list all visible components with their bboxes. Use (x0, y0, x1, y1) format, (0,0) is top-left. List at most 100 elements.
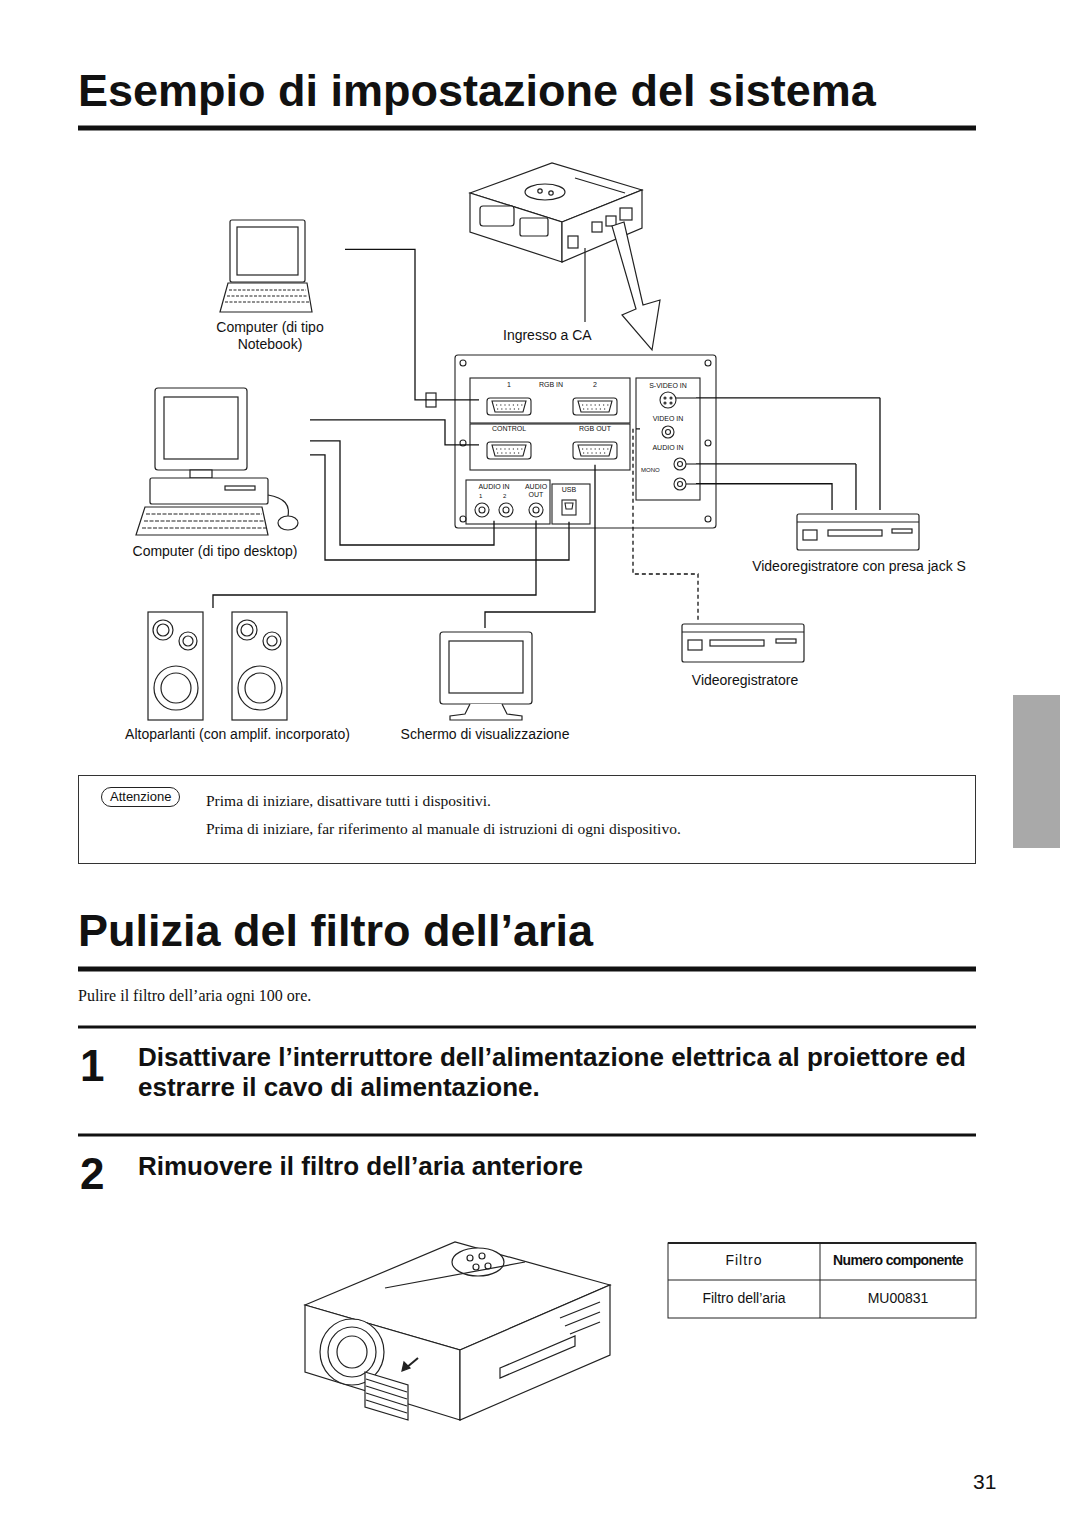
port: CONTROL (479, 425, 539, 465)
projector-filter-sketch (473, 1264, 479, 1270)
projector-sketch (520, 218, 548, 236)
port: 1 (479, 381, 539, 419)
step-number: 2 (80, 1148, 104, 1201)
desktop-computer (136, 388, 298, 535)
notebook-computer (220, 220, 436, 407)
speaker (161, 673, 191, 703)
page-number: 31 (973, 1470, 996, 1494)
display-monitor (440, 632, 532, 704)
projector-filter-sketch (452, 1248, 504, 1276)
projector-filter-sketch (366, 1379, 407, 1392)
parts-table (668, 1242, 976, 1244)
desktop-computer (144, 520, 264, 521)
connector-panel (497, 452, 521, 453)
projector-filter-sketch (366, 1393, 407, 1406)
connector-panel (466, 480, 550, 524)
section-tab (1013, 695, 1060, 848)
desktop-computer (142, 527, 266, 528)
connector-panel (674, 478, 686, 490)
connector-panel (487, 442, 531, 459)
notebook-computer (227, 295, 308, 296)
projector-sketch (584, 248, 585, 322)
projector-filter-sketch (328, 1327, 376, 1377)
device-label: Schermo di visualizzazione (390, 628, 580, 743)
connector-panel (583, 408, 607, 409)
connector-panel (460, 516, 466, 522)
connector-panel (455, 355, 716, 528)
connector-panel (496, 448, 523, 449)
connector-panel (460, 360, 466, 366)
speaker (241, 624, 253, 636)
projector-filter-sketch (460, 1285, 610, 1420)
projector-filter-sketch (500, 1336, 575, 1378)
connector-panel (678, 482, 683, 487)
device-label: Computer (di tipo desktop) (120, 385, 310, 560)
port-text: CONTROL (479, 425, 539, 433)
video-recorder (682, 631, 804, 632)
connector-panel (455, 355, 716, 528)
connector-panel (705, 440, 711, 446)
projector-sketch (470, 163, 660, 350)
connector-panel (705, 516, 711, 522)
speaker (157, 624, 169, 636)
desktop-computer (190, 470, 212, 478)
connector-panel (670, 402, 672, 404)
projector-filter-sketch (366, 1400, 407, 1413)
speaker (237, 620, 257, 640)
video-recorder (828, 530, 882, 536)
connector-panel (503, 507, 509, 513)
speaker (148, 612, 203, 720)
projector-sketch (470, 193, 562, 262)
port: USB (552, 486, 586, 522)
note-box-text: Prima di iniziare, far riferimento al ma… (206, 820, 681, 839)
connector-panel (686, 463, 696, 464)
port-text: USB (552, 486, 586, 494)
connector-panel (499, 503, 513, 517)
port-text: 1 (479, 381, 539, 389)
connector-panel (470, 378, 630, 423)
connector-panel (662, 426, 674, 438)
projector-filter-sketch (305, 1305, 460, 1420)
connector-panel (686, 483, 696, 484)
desktop-computer (146, 513, 262, 514)
connector-panel (664, 397, 666, 399)
connector-panel (552, 484, 590, 524)
speaker (238, 666, 282, 710)
rule-line (78, 128, 976, 1135)
device-label-text: Videoregistratore con presa jack S (733, 558, 985, 575)
projector-filter-sketch (365, 1372, 408, 1420)
connector-panel (678, 462, 683, 467)
connector-panel (492, 445, 526, 456)
speaker (183, 636, 193, 646)
video-recorder (803, 530, 817, 540)
speaker (154, 666, 198, 710)
notebook-computer (229, 289, 306, 290)
table-cell: Filtro dell’aria (668, 1290, 820, 1306)
port: 2 (565, 381, 625, 419)
cable-line (633, 429, 698, 620)
connector-panel (676, 397, 696, 398)
device-label: Videoregistratore (670, 620, 820, 689)
projector-filter-sketch (385, 1262, 525, 1288)
connector-panel (582, 404, 609, 405)
rule-line (78, 126, 976, 131)
connector-panel (565, 503, 573, 509)
video-recorder (892, 529, 912, 533)
port-label: MONO (641, 467, 660, 474)
notebook-computer (220, 283, 312, 312)
port-text: AUDIO OUT (522, 483, 550, 498)
desktop-computer (278, 516, 298, 530)
connector-panel (660, 392, 676, 408)
projector-filter-sketch (337, 1336, 367, 1368)
connector-panel (492, 401, 526, 412)
connector-panel (582, 448, 609, 449)
device-label-text: Videoregistratore (670, 672, 820, 689)
table-cell: MU00831 (820, 1290, 976, 1306)
speaker (263, 632, 281, 650)
body-text: Pulire il filtro dell’aria ogni 100 ore. (78, 987, 311, 1005)
projector-sketch (549, 191, 553, 195)
display-monitor (450, 704, 522, 720)
device-label-text: Altoparlanti (con amplif. incorporato) (105, 726, 370, 743)
step-text: Rimuovere il filtro dell’aria anteriore (138, 1152, 583, 1182)
